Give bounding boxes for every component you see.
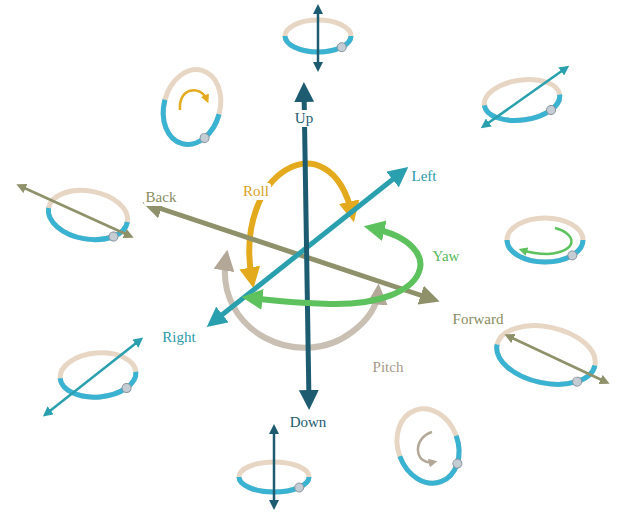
axis-label: Back	[144, 189, 179, 206]
ring-arrow	[46, 340, 140, 414]
ring-part	[337, 43, 346, 52]
ring-arrow	[317, 8, 320, 68]
ring-part	[568, 251, 577, 260]
ring-arrow	[20, 186, 130, 236]
yaw-arc	[250, 228, 420, 304]
ring-part	[44, 208, 127, 246]
ring-arrow	[418, 432, 434, 462]
ring-arrow	[484, 68, 566, 126]
ring-part	[122, 383, 132, 393]
axis-label: Forward	[451, 311, 506, 328]
ring-part	[295, 483, 304, 492]
ring-icons	[20, 8, 606, 506]
up-down-axis	[304, 90, 309, 402]
ring-arrow	[522, 228, 571, 254]
ring-icon	[155, 63, 229, 151]
ring-part	[507, 218, 583, 262]
rotation-label: Roll	[241, 183, 271, 200]
ring-part	[452, 458, 464, 470]
rotation-label: Yaw	[431, 248, 462, 265]
axis-label: Up	[293, 110, 315, 127]
ring-arrow	[508, 336, 606, 382]
axis-label: Down	[288, 414, 329, 431]
ring-part	[400, 436, 469, 492]
ring-part	[44, 184, 131, 245]
ring-arrow	[180, 90, 207, 110]
ring-part	[572, 376, 583, 387]
axis-label: Right	[160, 329, 197, 346]
ring-arrow	[273, 428, 276, 506]
ring-part	[199, 132, 210, 143]
ring-icon	[58, 350, 138, 400]
ring-icon	[44, 184, 131, 245]
ring-part	[387, 400, 469, 492]
rotation-label: Pitch	[371, 359, 406, 376]
ring-part	[546, 105, 556, 115]
ring-part	[58, 350, 138, 400]
ring-part	[60, 372, 138, 401]
axis-label: Left	[410, 168, 439, 185]
ring-part	[155, 63, 229, 151]
ring-icon	[507, 218, 583, 262]
ring-icon	[387, 400, 469, 492]
back-forward-axis	[150, 205, 432, 299]
ring-part	[155, 100, 219, 151]
ring-part	[108, 231, 118, 241]
